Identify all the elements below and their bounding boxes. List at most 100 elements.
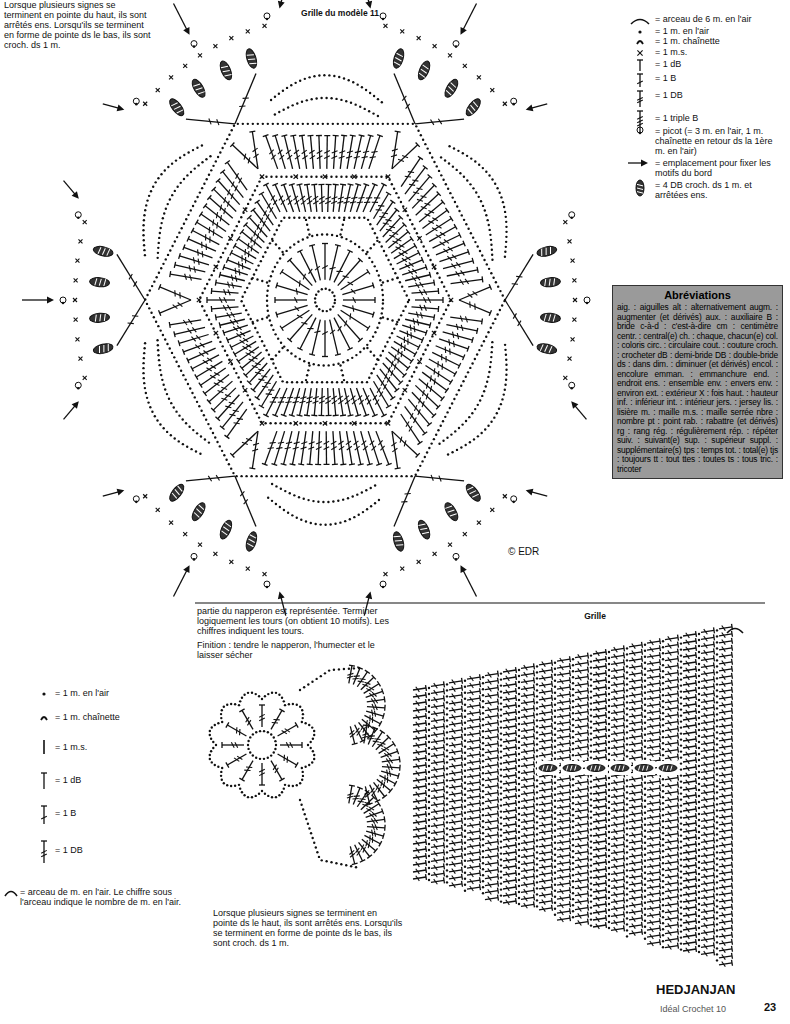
- chain-dot: [143, 214, 145, 216]
- chain-dot: [505, 246, 507, 248]
- chain-dot: [274, 113, 276, 115]
- chain-dot: [364, 108, 366, 110]
- chain-dot: [471, 362, 473, 364]
- chain-dot: [243, 304, 245, 306]
- chain-dot: [252, 322, 254, 324]
- chain-dot: [295, 475, 297, 477]
- chain-dot: [402, 310, 404, 312]
- chain-dot: [392, 268, 394, 270]
- chain-dot: [327, 501, 329, 503]
- stitch-symbol: [294, 397, 300, 398]
- chain-dot: [456, 169, 458, 171]
- chain-dot: [462, 380, 464, 382]
- chain-dot: [320, 475, 322, 477]
- chain-dot: [266, 300, 268, 302]
- chain-dot: [272, 329, 274, 331]
- chain-dot: [146, 397, 148, 399]
- stitch-symbol: [330, 320, 338, 355]
- chain-dot: [457, 150, 459, 152]
- chain-dot: [455, 393, 457, 395]
- chain-dot: [431, 156, 433, 158]
- chain-dot: [226, 243, 228, 245]
- stitch-symbol: [416, 188, 422, 189]
- chain-dot: [298, 496, 300, 498]
- chain-dot: [308, 362, 310, 364]
- chain-dot: [394, 272, 396, 274]
- cluster-symbol: [540, 313, 561, 324]
- stitch-symbol: [251, 237, 252, 243]
- chain-dot: [407, 214, 409, 216]
- chain-dot: [151, 285, 153, 287]
- chain-dot: [184, 378, 186, 380]
- chain-dot: [173, 406, 175, 408]
- chain-dot: [448, 294, 450, 296]
- stitch-symbol: [333, 415, 339, 416]
- stitch-symbol: [453, 341, 454, 347]
- chain-dot: [421, 460, 423, 462]
- chain-dot: [192, 429, 194, 431]
- chain-dot: [143, 352, 145, 354]
- chain-dot: [267, 123, 269, 125]
- stitch-symbol: [341, 135, 347, 136]
- chain-dot: [445, 290, 447, 292]
- chain-dot: [307, 369, 309, 371]
- stitch-symbol: [223, 264, 225, 270]
- chain-dot: [257, 264, 259, 266]
- stitch-symbol: [430, 375, 431, 381]
- chain-dot: [362, 123, 364, 125]
- chain-dot: [322, 310, 324, 312]
- chain-dot: [311, 235, 313, 237]
- chain-dot: [274, 266, 276, 268]
- chain-dot: [308, 233, 310, 235]
- chain-dot: [279, 506, 281, 508]
- chain-dot: [236, 225, 238, 227]
- chain-dot: [499, 309, 501, 311]
- chain-dot: [221, 345, 223, 347]
- chain-dot: [242, 123, 244, 125]
- chain-dot: [337, 500, 339, 502]
- chain-dot: [480, 200, 482, 202]
- stitch-symbol: [298, 464, 304, 465]
- chain-dot: [185, 422, 187, 424]
- stitch-symbol: [289, 184, 295, 186]
- stitch-symbol: [220, 205, 222, 211]
- stitch-symbol: [229, 414, 235, 415]
- chain-dot: [296, 102, 298, 104]
- chain-dot: [209, 427, 211, 429]
- chain-dot: [278, 111, 280, 113]
- stitch-symbol: [350, 135, 356, 136]
- chain-dot: [408, 380, 410, 382]
- chain-dot: [305, 175, 307, 177]
- chain-dot: [502, 294, 504, 296]
- arrow-symbol: [47, 297, 54, 304]
- chain-dot: [416, 232, 418, 234]
- chain-dot: [244, 291, 246, 293]
- stitch-symbol: [312, 245, 320, 280]
- chain-dot: [370, 372, 372, 374]
- chain-dot: [266, 295, 268, 297]
- chain-dot: [343, 219, 345, 221]
- stitch-symbol: [477, 328, 478, 334]
- stitch-symbol: [304, 184, 310, 185]
- chain-dot: [397, 123, 399, 125]
- chain-dot: [182, 374, 184, 376]
- chain-dot: [352, 81, 354, 83]
- chain-dot: [433, 438, 435, 440]
- chain-dot: [345, 475, 347, 477]
- chain-dot: [289, 492, 291, 494]
- stitch-symbol: [216, 212, 217, 218]
- stitch-symbol: [372, 283, 374, 289]
- stitch-symbol: [398, 357, 399, 363]
- chain-dot: [199, 453, 201, 455]
- chain-dot: [486, 263, 488, 265]
- chain-dot: [169, 249, 171, 251]
- chain-dot: [440, 425, 442, 427]
- chain-dot: [330, 475, 332, 477]
- chain-dot: [297, 123, 299, 125]
- stitch-symbol: [358, 464, 364, 465]
- chain-dot: [377, 359, 379, 361]
- stitch-symbol: [425, 264, 427, 270]
- chain-dot: [261, 280, 263, 282]
- arrow-symbol: [117, 104, 125, 111]
- chain-dot: [158, 364, 160, 366]
